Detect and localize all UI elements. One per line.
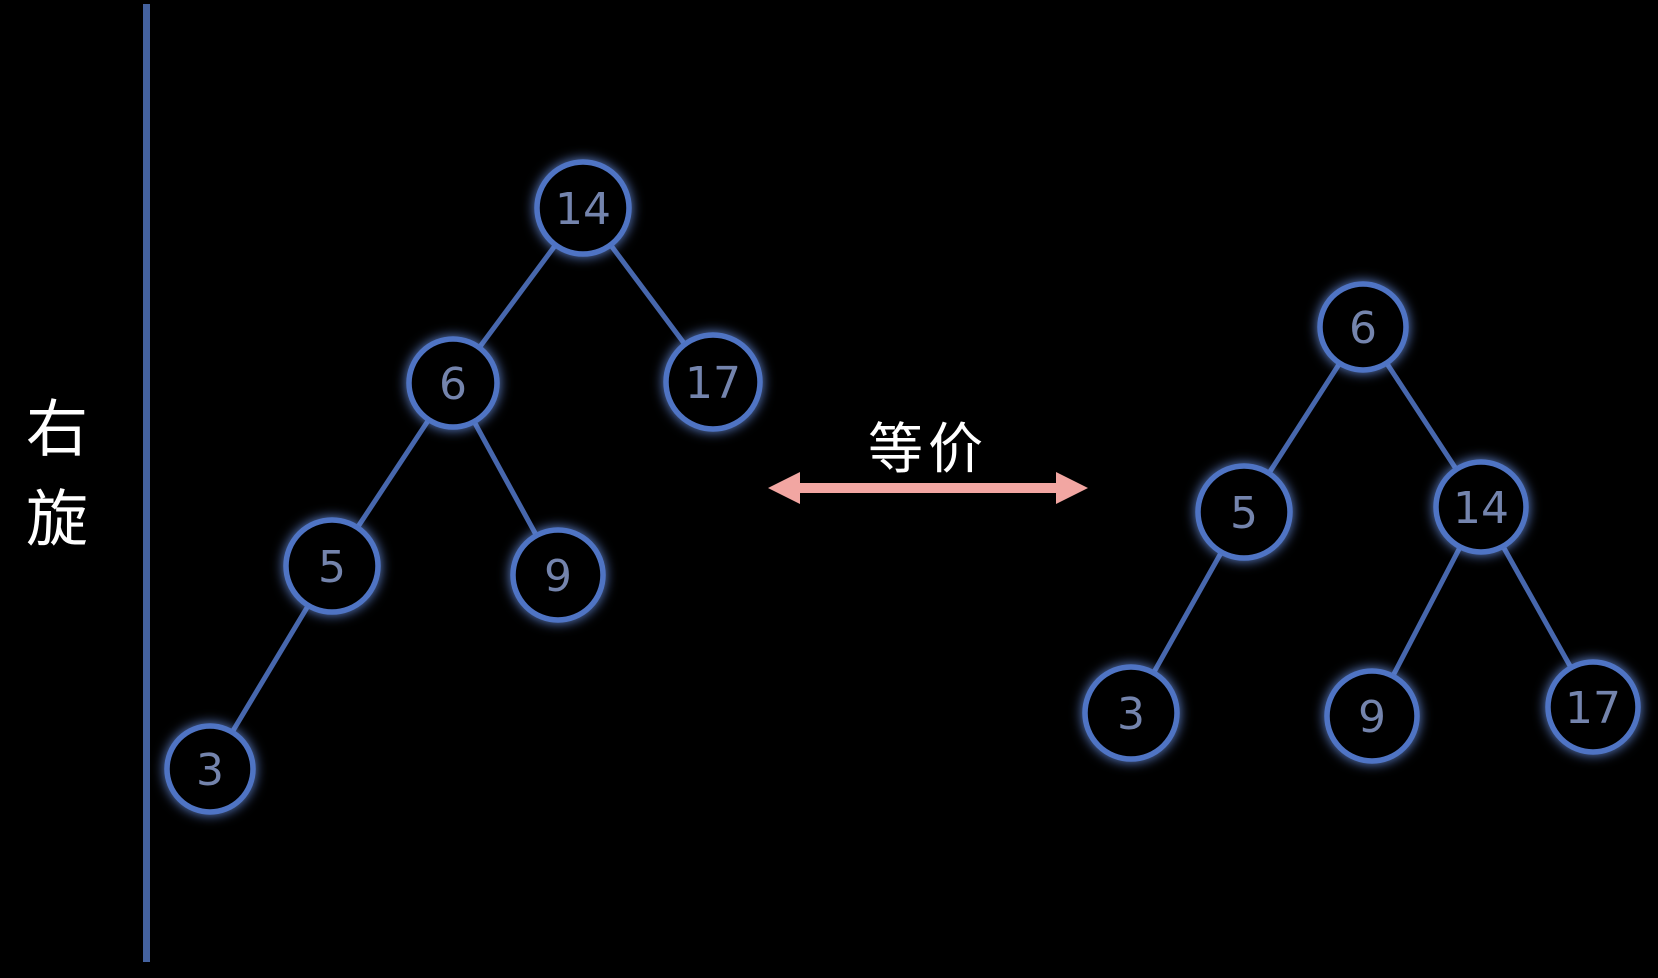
tree-node-circle-9	[510, 527, 606, 623]
tree-node-circle-9	[1324, 668, 1420, 764]
tree-after-rotation: 6 5 14 3 9 17	[1082, 281, 1641, 764]
tree-node-circle-5	[283, 517, 381, 615]
tree-node-value-17: 17	[1565, 683, 1621, 734]
tree-node-circle-3	[1082, 664, 1180, 762]
tree-node-circle-14	[1433, 459, 1529, 555]
tree-node-value-6: 6	[439, 359, 467, 410]
tree-node-value-3: 3	[1117, 689, 1145, 740]
tree-node-value-9: 9	[544, 551, 572, 602]
tree-node-value-3: 3	[196, 745, 224, 796]
equivalence-label: 等价	[867, 417, 989, 481]
rotation-label: 右旋	[15, 396, 88, 576]
double-arrow-icon	[768, 472, 1088, 504]
tree-node-value-17: 17	[685, 358, 741, 409]
tree-node-value-5: 5	[1230, 488, 1258, 539]
tree-node-circle-3	[164, 723, 256, 815]
tree-node-circle-14	[534, 159, 632, 257]
equivalence-arrow	[768, 472, 1088, 504]
tree-node-circle-6	[406, 336, 500, 430]
tree-node-value-9: 9	[1358, 692, 1386, 743]
tree-node-circle-17	[663, 332, 763, 432]
tree-node-value-5: 5	[318, 542, 346, 593]
tree-node-value-14: 14	[555, 184, 611, 235]
tree-node-value-6: 6	[1349, 303, 1377, 354]
tree-node-circle-17	[1545, 659, 1641, 755]
tree-node-value-14: 14	[1453, 483, 1509, 534]
tree-node-circle-6	[1317, 281, 1409, 373]
tree-before-rotation: 14 6 17 5 9 3	[164, 159, 763, 815]
divider-line	[143, 4, 150, 962]
tree-node-circle-5	[1195, 463, 1293, 561]
